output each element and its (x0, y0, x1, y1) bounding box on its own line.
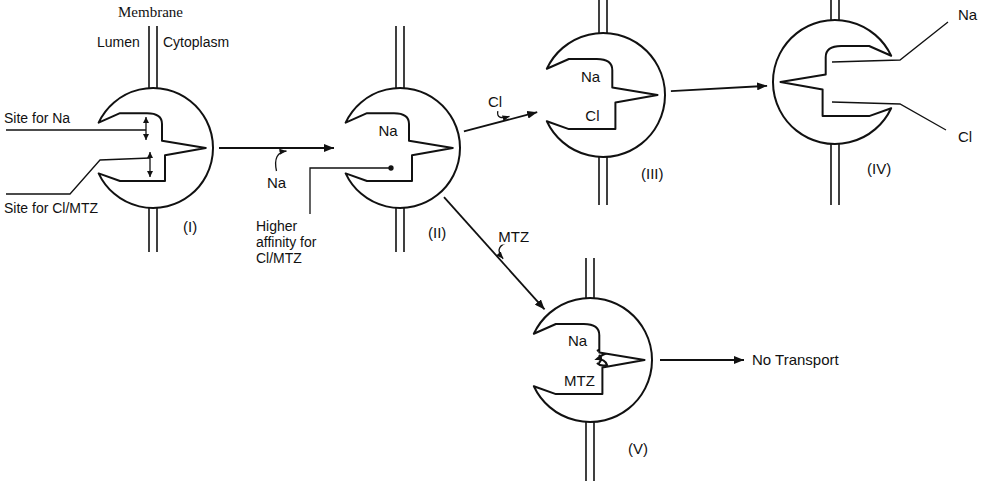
transporter-outline (340, 88, 460, 208)
annotation-label: Membrane (118, 4, 183, 21)
transporter-outline (528, 298, 652, 422)
transporter-shape (534, 298, 652, 422)
transporter-state: (IV) (773, 20, 897, 144)
ion-label: Cl (585, 106, 599, 123)
membrane-line (149, 26, 157, 252)
annotation-label: No Transport (752, 351, 839, 368)
transition-arrow (464, 112, 537, 131)
state-numeral: (II) (428, 224, 446, 241)
entry-curve (498, 111, 510, 118)
transition-arrow (219, 147, 334, 149)
transporter-state: NaMTZ(V) (528, 298, 652, 422)
annotation-label: Cl (958, 128, 972, 145)
annotation-label: Lumen (97, 34, 140, 50)
site-arrow (149, 152, 150, 177)
transporter-shape (547, 33, 665, 157)
transporter-outline (773, 20, 897, 144)
ion-label: Na (581, 68, 600, 85)
transition-arrow (444, 197, 545, 309)
ion-entry-label: Na (265, 174, 288, 191)
annotation-label: Na (958, 6, 977, 23)
transporter-outline (541, 33, 665, 157)
transporter-state: NaCl(III) (541, 33, 665, 157)
transporter-shape (99, 88, 213, 208)
state-numeral: (IV) (867, 160, 891, 177)
annotation-label: Higher affinity for Cl/MTZ (256, 218, 338, 266)
membrane-line (599, 0, 607, 205)
annotation-label: Site for Na (4, 110, 70, 126)
ion-label: MTZ (564, 371, 595, 388)
transporter-shape (773, 20, 891, 144)
transition-arrow (671, 86, 767, 91)
entry-curve (276, 151, 287, 171)
ion-entry-label: Cl (486, 92, 504, 109)
annotation-label: Cytoplasm (163, 34, 229, 50)
annotation-label: Site for Cl/MTZ (4, 200, 98, 216)
transporter-state: Na(II) (340, 88, 460, 208)
ion-label: Na (568, 331, 587, 348)
ion-label: Na (378, 122, 397, 139)
ion-entry-label: MTZ (496, 227, 531, 244)
state-numeral: (V) (628, 440, 648, 457)
state-numeral: (III) (641, 165, 664, 182)
state-numeral: (I) (183, 218, 197, 235)
leader-dot (389, 166, 393, 170)
transporter-shape (346, 88, 460, 208)
site-arrow (145, 117, 146, 140)
membrane-line (586, 258, 594, 481)
entry-curve (499, 243, 505, 259)
no-transport-arrow (660, 359, 744, 361)
site-leader (6, 129, 146, 130)
transporter-state: (I) (93, 88, 213, 208)
membrane-line (396, 26, 404, 252)
transporter-outline (93, 88, 213, 208)
